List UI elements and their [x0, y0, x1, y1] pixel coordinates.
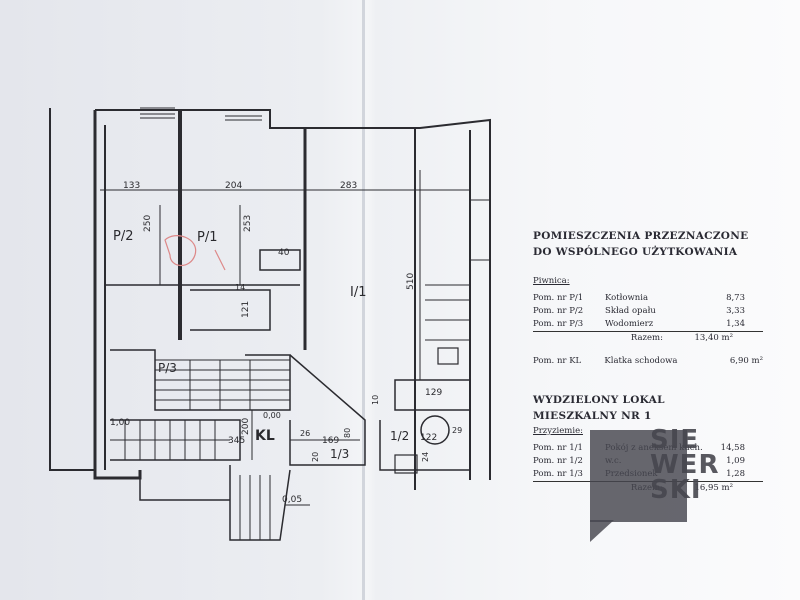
- dim-283: 283: [340, 181, 357, 191]
- watermark-logo-text: SIE WER SKI: [650, 425, 720, 505]
- dim-169: 169: [322, 436, 339, 446]
- dim-14: 14: [235, 283, 245, 292]
- room-p2: P/2: [113, 229, 134, 244]
- room-1-2: 1/2: [390, 429, 409, 443]
- stamp-mark: [164, 235, 226, 271]
- dim-253: 253: [243, 215, 253, 232]
- unit-title-1: WYDZIELONY LOKAL: [533, 394, 665, 406]
- dim-250: 250: [143, 215, 153, 232]
- dim-121: 121: [241, 301, 251, 318]
- wall-inner-west: [93, 110, 142, 480]
- basement-total: Razem: 13,40 m²: [630, 333, 733, 343]
- dim-129: 129: [425, 388, 442, 398]
- watermark-logo-box: [590, 430, 687, 522]
- room-p1: P/1: [197, 230, 218, 245]
- table-row: Pom. nr P/2 Skład opału 3,33: [533, 306, 745, 316]
- dim-0-00: 0,00: [263, 411, 281, 420]
- wall-north: [95, 109, 491, 480]
- ground-label: Przyziemie:: [533, 426, 583, 436]
- unit-title-2: MIESZKALNY NR 1: [533, 410, 652, 422]
- dim-200: 200: [241, 418, 251, 435]
- paper-fold: [362, 0, 365, 600]
- watermark-logo-tail: [590, 520, 614, 542]
- room-kl: KL: [255, 428, 275, 444]
- dim-133: 133: [123, 181, 140, 191]
- room-i1: I/1: [350, 285, 367, 300]
- legend-title-2: DO WSPÓLNEGO UŻYTKOWANIA: [533, 246, 738, 258]
- dim-26: 26: [300, 429, 310, 438]
- table-row: Pom. nr P/1 Kotłownia 8,73: [533, 293, 745, 303]
- basement-label: Piwnica:: [533, 276, 570, 286]
- dim-1-00: 1,00: [110, 418, 130, 428]
- dim-40: 40: [278, 248, 290, 258]
- dim-80: 80: [343, 428, 352, 438]
- dim-29: 29: [452, 426, 462, 435]
- wall-niche: [259, 249, 301, 271]
- dim-204: 204: [225, 181, 242, 191]
- room-p3: P/3: [158, 361, 177, 375]
- table-row: Pom. nr P/3 Wodomierz 1,34: [533, 318, 763, 332]
- dim-0-05: 0,05: [282, 495, 302, 505]
- wall-west: [49, 108, 95, 471]
- legend-title-1: POMIESZCZENIA PRZEZNACZONE: [533, 230, 749, 242]
- kl-row: Pom. nr KL Klatka schodowa 6,90 m²: [533, 356, 763, 366]
- room-1-3: 1/3: [330, 447, 349, 461]
- dim-122: 122: [420, 433, 437, 443]
- dim-345: 345: [228, 436, 245, 446]
- dim-510: 510: [406, 273, 416, 290]
- dim-24: 24: [421, 452, 430, 462]
- wall-p3-box: [190, 289, 271, 331]
- dim-20: 20: [311, 452, 320, 462]
- dim-10: 10: [371, 395, 380, 405]
